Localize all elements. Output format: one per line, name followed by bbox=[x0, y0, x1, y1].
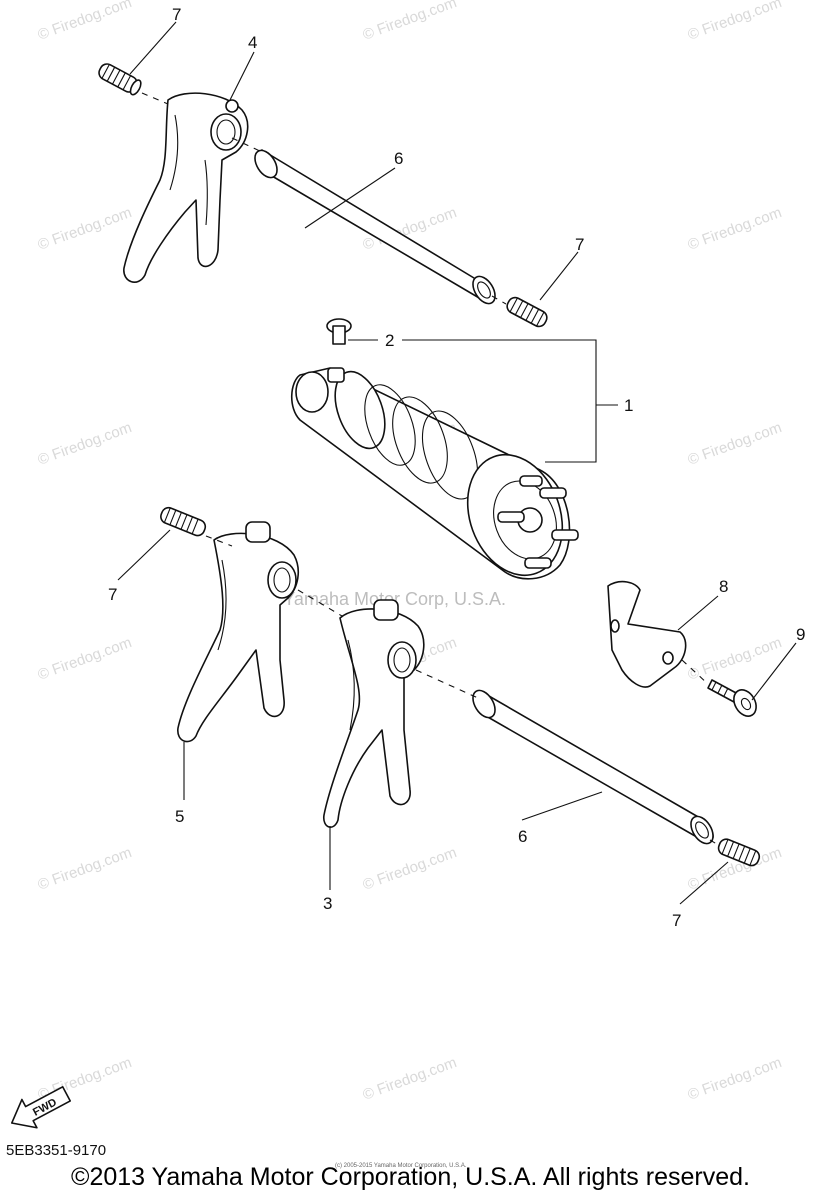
leader-lines bbox=[117, 21, 797, 905]
watermark-text: © Firedog.com bbox=[361, 1054, 459, 1104]
part-7-spring-lower-right bbox=[717, 838, 761, 867]
watermark-text: © Firedog.com bbox=[686, 419, 784, 469]
callout-6: 6 bbox=[394, 149, 403, 168]
watermark-text: © Firedog.com bbox=[36, 0, 134, 44]
copyright-notice: ©2013 Yamaha Motor Corporation, U.S.A. A… bbox=[71, 1163, 750, 1191]
callout-2: 2 bbox=[385, 331, 394, 350]
watermark-text: © Firedog.com bbox=[361, 844, 459, 894]
callout-8: 8 bbox=[719, 577, 728, 596]
part-1-shift-drum bbox=[290, 367, 579, 580]
callout-6: 6 bbox=[518, 827, 527, 846]
part-3-shift-fork-lower-center bbox=[323, 599, 425, 828]
callout-7: 7 bbox=[672, 911, 681, 930]
center-watermark: ©Yamaha Motor Corp, U.S.A. bbox=[270, 589, 506, 609]
part-5-shift-fork-lower-left bbox=[177, 521, 300, 743]
part-7-spring-top-left bbox=[98, 63, 142, 96]
part-2-pin bbox=[326, 318, 352, 345]
callout-4: 4 bbox=[248, 33, 257, 52]
part-4-shift-fork-upper bbox=[123, 92, 249, 283]
callout-7: 7 bbox=[172, 5, 181, 24]
part-8-plate bbox=[607, 580, 687, 688]
part-7-spring-left-middle bbox=[160, 506, 207, 537]
watermark-text: © Firedog.com bbox=[686, 1054, 784, 1104]
watermark-text: © Firedog.com bbox=[36, 634, 134, 684]
callout-5: 5 bbox=[175, 807, 184, 826]
part-7-spring-upper-right bbox=[506, 296, 548, 328]
callout-7: 7 bbox=[108, 585, 117, 604]
callout-7: 7 bbox=[575, 235, 584, 254]
watermark-text: © Firedog.com bbox=[36, 204, 134, 254]
callout-9: 9 bbox=[796, 625, 805, 644]
fwd-label: FWD bbox=[31, 1096, 59, 1118]
diagram-code: 5EB3351-9170 bbox=[6, 1142, 107, 1159]
callouts: 7 4 6 7 2 1 7 8 9 5 6 3 7 bbox=[108, 5, 805, 930]
fwd-arrow-icon: FWD bbox=[10, 1086, 72, 1129]
callout-1: 1 bbox=[624, 396, 633, 415]
part-6-shaft-lower bbox=[472, 689, 714, 845]
watermark-text: © Firedog.com bbox=[686, 0, 784, 44]
callout-3: 3 bbox=[323, 894, 332, 913]
watermark-text: © Firedog.com bbox=[36, 419, 134, 469]
part-9-bolt bbox=[707, 679, 757, 717]
watermark-text: © Firedog.com bbox=[686, 204, 784, 254]
watermark-text: © Firedog.com bbox=[361, 0, 459, 44]
tiny-copyright: (c) 2005-2015 Yamaha Motor Corporation, … bbox=[335, 1163, 467, 1169]
watermark-text: © Firedog.com bbox=[36, 844, 134, 894]
part-6-shaft-upper bbox=[254, 149, 496, 305]
alignment-lines bbox=[141, 92, 721, 847]
